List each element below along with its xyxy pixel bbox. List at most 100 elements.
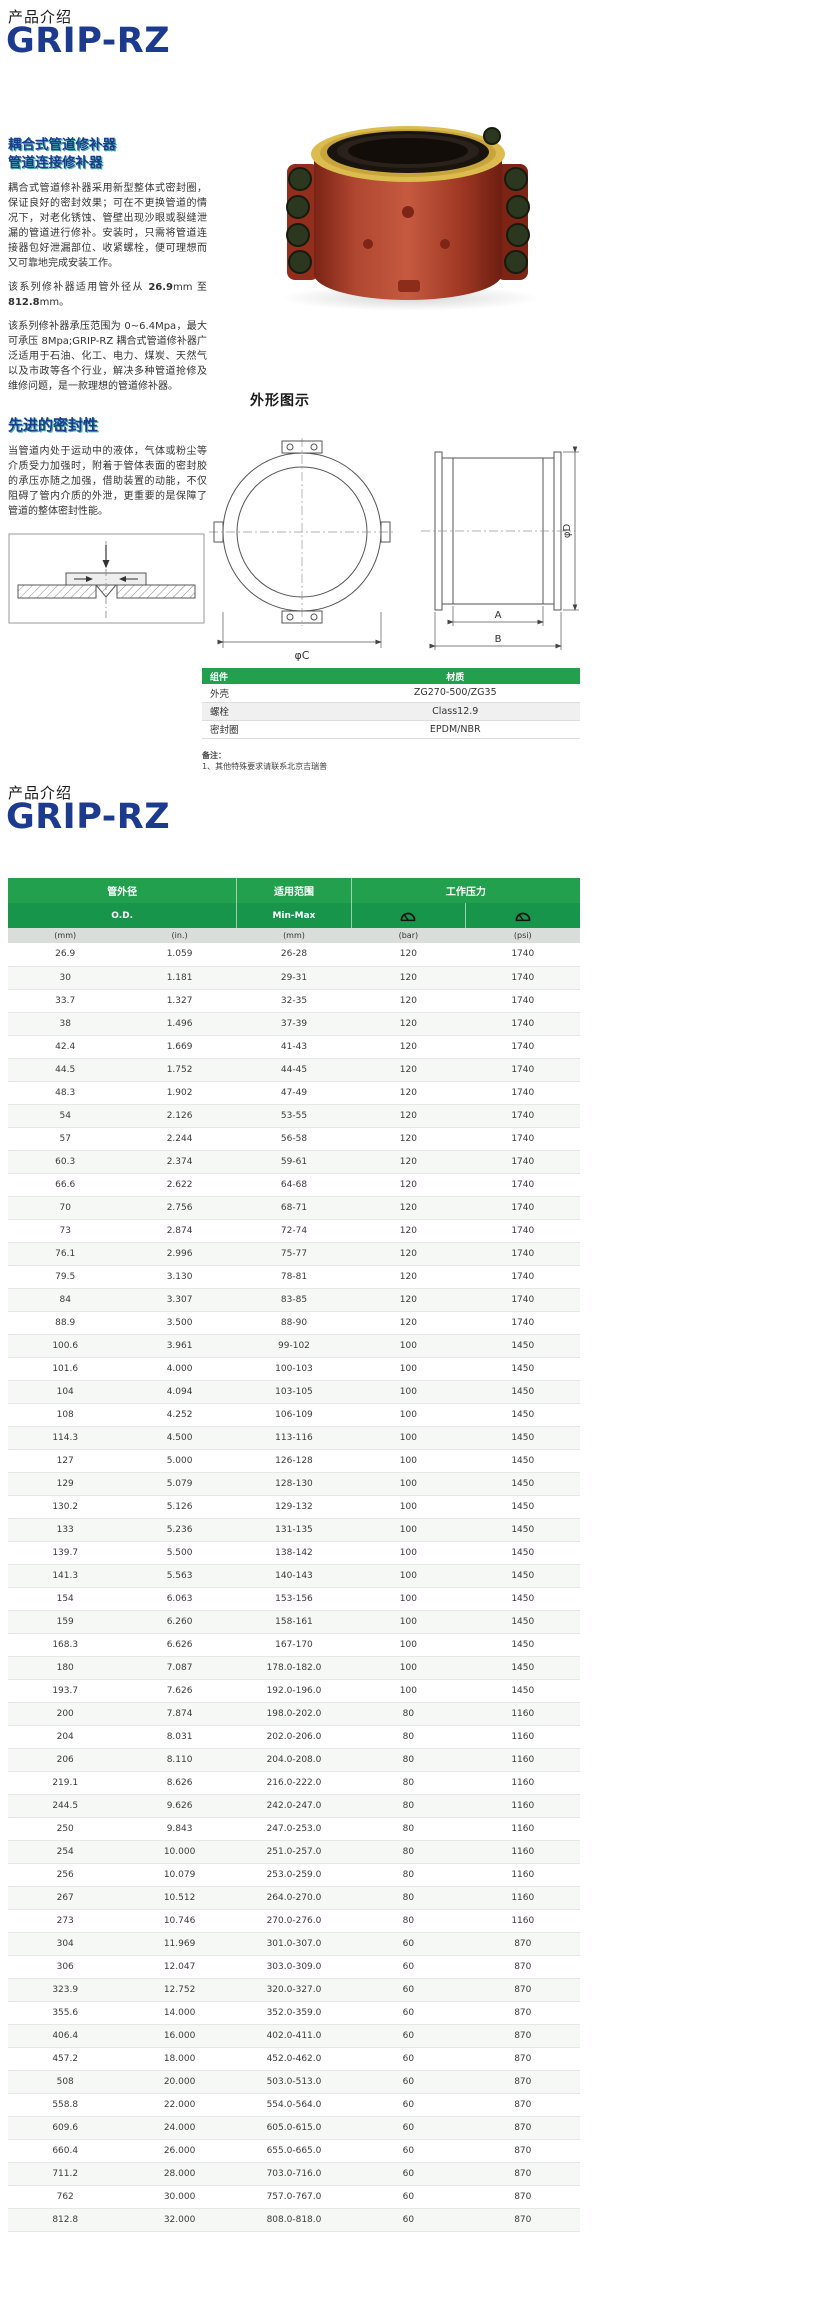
spec-cell-range: 192.0-196.0 <box>236 1679 352 1703</box>
spec-cell-range: 757.0-767.0 <box>236 2185 352 2209</box>
spec-cell-psi: 1740 <box>465 1012 580 1036</box>
spec-cell-od-in: 6.063 <box>122 1587 237 1611</box>
spec-cell-range: 808.0-818.0 <box>236 2208 352 2232</box>
spec-row: 273 10.746 270.0-276.0 80 1160 <box>8 1909 580 1933</box>
spec-cell-psi: 1740 <box>465 1311 580 1335</box>
spec-cell-psi: 1740 <box>465 989 580 1013</box>
spec-cell-od-in: 3.500 <box>122 1311 237 1335</box>
pressure-range-paragraph: 该系列修补器承压范围为 0~6.4Mpa，最大可承压 8Mpa;GRIP-RZ … <box>8 321 207 392</box>
spec-cell-od-in: 2.374 <box>122 1150 237 1174</box>
spec-cell-bar: 120 <box>351 1058 466 1082</box>
outline-section-title: 外形图示 <box>250 393 310 409</box>
materials-cell: ZG270-500/ZG35 <box>330 684 580 703</box>
spec-cell-range: 167-170 <box>236 1633 352 1657</box>
spec-cell-range: 44-45 <box>236 1058 352 1082</box>
spec-cell-psi: 1740 <box>465 1058 580 1082</box>
spec-cell-od-mm: 168.3 <box>8 1633 123 1657</box>
spec-row: 250 9.843 247.0-253.0 80 1160 <box>8 1817 580 1841</box>
spec-cell-range: 72-74 <box>236 1219 352 1243</box>
spec-cell-range: 242.0-247.0 <box>236 1794 352 1818</box>
spec-cell-od-in: 3.307 <box>122 1288 237 1312</box>
page1-kicker: 产品介绍 <box>8 8 73 26</box>
spec-cell-od-mm: 762 <box>8 2185 123 2209</box>
spec-cell-bar: 80 <box>351 1702 466 1726</box>
spec-cell-od-mm: 79.5 <box>8 1265 123 1289</box>
spec-cell-od-in: 30.000 <box>122 2185 237 2209</box>
spec-cell-range: 198.0-202.0 <box>236 1702 352 1726</box>
spec-cell-psi: 1450 <box>465 1334 580 1358</box>
spec-cell-range: 106-109 <box>236 1403 352 1427</box>
spec-cell-bar: 100 <box>351 1541 466 1565</box>
side-view-drawing: A B φD <box>421 446 579 650</box>
spec-cell-od-mm: 44.5 <box>8 1058 123 1082</box>
spec-cell-od-in: 4.000 <box>122 1357 237 1381</box>
spec-cell-psi: 870 <box>465 2208 580 2232</box>
col-group-outer-diameter: 管外径 <box>8 878 237 903</box>
spec-cell-od-mm: 812.8 <box>8 2208 123 2232</box>
spec-cell-range: 26-28 <box>236 943 352 967</box>
spec-cell-od-mm: 256 <box>8 1863 123 1887</box>
spec-row: 355.6 14.000 352.0-359.0 60 870 <box>8 2001 580 2025</box>
seal-diagram-wrap <box>8 533 207 629</box>
spec-cell-range: 204.0-208.0 <box>236 1748 352 1772</box>
diameter-range-paragraph: 该系列修补器适用管外径从 26.9mm 至 812.8mm。 <box>8 282 207 308</box>
pressure-gauge-icon <box>400 912 416 921</box>
spec-cell-psi: 870 <box>465 2162 580 2186</box>
spec-cell-bar: 80 <box>351 1909 466 1933</box>
spec-cell-od-in: 1.059 <box>122 943 237 967</box>
max-diameter-value: 812.8 <box>8 297 40 308</box>
spec-cell-od-mm: 48.3 <box>8 1081 123 1105</box>
spec-sub-header-row: O.D. Min-Max <box>8 903 580 928</box>
spec-cell-od-mm: 42.4 <box>8 1035 123 1059</box>
spec-cell-range: 78-81 <box>236 1265 352 1289</box>
spec-row: 406.4 16.000 402.0-411.0 60 870 <box>8 2024 580 2048</box>
spec-cell-psi: 1740 <box>465 1127 580 1151</box>
materials-row: 密封圈 EPDM/NBR <box>202 720 580 739</box>
spec-cell-range: 47-49 <box>236 1081 352 1105</box>
intro-paragraph: 耦合式管道修补器采用新型整体式密封圈，保证良好的密封效果；可在不更换管道的情况下… <box>8 183 207 269</box>
spec-row: 609.6 24.000 605.0-615.0 60 870 <box>8 2116 580 2140</box>
spec-cell-psi: 1160 <box>465 1863 580 1887</box>
page2-kicker: 产品介绍 <box>8 784 73 802</box>
spec-cell-range: 605.0-615.0 <box>236 2116 352 2140</box>
spec-cell-psi: 870 <box>465 2001 580 2025</box>
spec-row: 267 10.512 264.0-270.0 80 1160 <box>8 1886 580 1910</box>
spec-cell-od-in: 11.969 <box>122 1932 237 1956</box>
spec-cell-od-mm: 30 <box>8 966 123 990</box>
spec-cell-bar: 80 <box>351 1748 466 1772</box>
front-view-drawing: φC <box>209 438 395 662</box>
spec-cell-psi: 1160 <box>465 1909 580 1933</box>
spec-cell-range: 88-90 <box>236 1311 352 1335</box>
spec-cell-od-mm: 254 <box>8 1840 123 1864</box>
spec-cell-od-mm: 38 <box>8 1012 123 1036</box>
spec-cell-psi: 1450 <box>465 1357 580 1381</box>
page1-left-column: 耦合式管道修补器 管道连接修补器 耦合式管道修补器采用新型整体式密封圈，保证良好… <box>8 136 207 629</box>
spec-cell-od-mm: 660.4 <box>8 2139 123 2163</box>
spec-cell-psi: 1740 <box>465 1081 580 1105</box>
spec-row: 104 4.094 103-105 100 1450 <box>8 1380 580 1404</box>
spec-cell-od-in: 8.110 <box>122 1748 237 1772</box>
spec-cell-range: 129-132 <box>236 1495 352 1519</box>
spec-cell-od-mm: 244.5 <box>8 1794 123 1818</box>
spec-cell-od-in: 2.244 <box>122 1127 237 1151</box>
spec-cell-od-in: 5.079 <box>122 1472 237 1496</box>
spec-cell-od-mm: 323.9 <box>8 1978 123 2002</box>
spec-row: 204 8.031 202.0-206.0 80 1160 <box>8 1725 580 1749</box>
materials-cell: 密封圈 <box>202 720 331 739</box>
spec-cell-od-mm: 88.9 <box>8 1311 123 1335</box>
spec-cell-bar: 120 <box>351 1265 466 1289</box>
spec-cell-od-in: 24.000 <box>122 2116 237 2140</box>
spec-cell-bar: 80 <box>351 1725 466 1749</box>
spec-cell-od-mm: 273 <box>8 1909 123 1933</box>
spec-cell-bar: 120 <box>351 1288 466 1312</box>
spec-row: 42.4 1.669 41-43 120 1740 <box>8 1035 580 1059</box>
materials-row: 螺栓 Class12.9 <box>202 702 580 721</box>
spec-row: 306 12.047 303.0-309.0 60 870 <box>8 1955 580 1979</box>
spec-cell-od-in: 10.746 <box>122 1909 237 1933</box>
spec-cell-bar: 60 <box>351 2185 466 2209</box>
spec-row: 457.2 18.000 452.0-462.0 60 870 <box>8 2047 580 2071</box>
spec-cell-od-in: 7.626 <box>122 1679 237 1703</box>
spec-cell-range: 113-116 <box>236 1426 352 1450</box>
spec-cell-psi: 1450 <box>465 1495 580 1519</box>
